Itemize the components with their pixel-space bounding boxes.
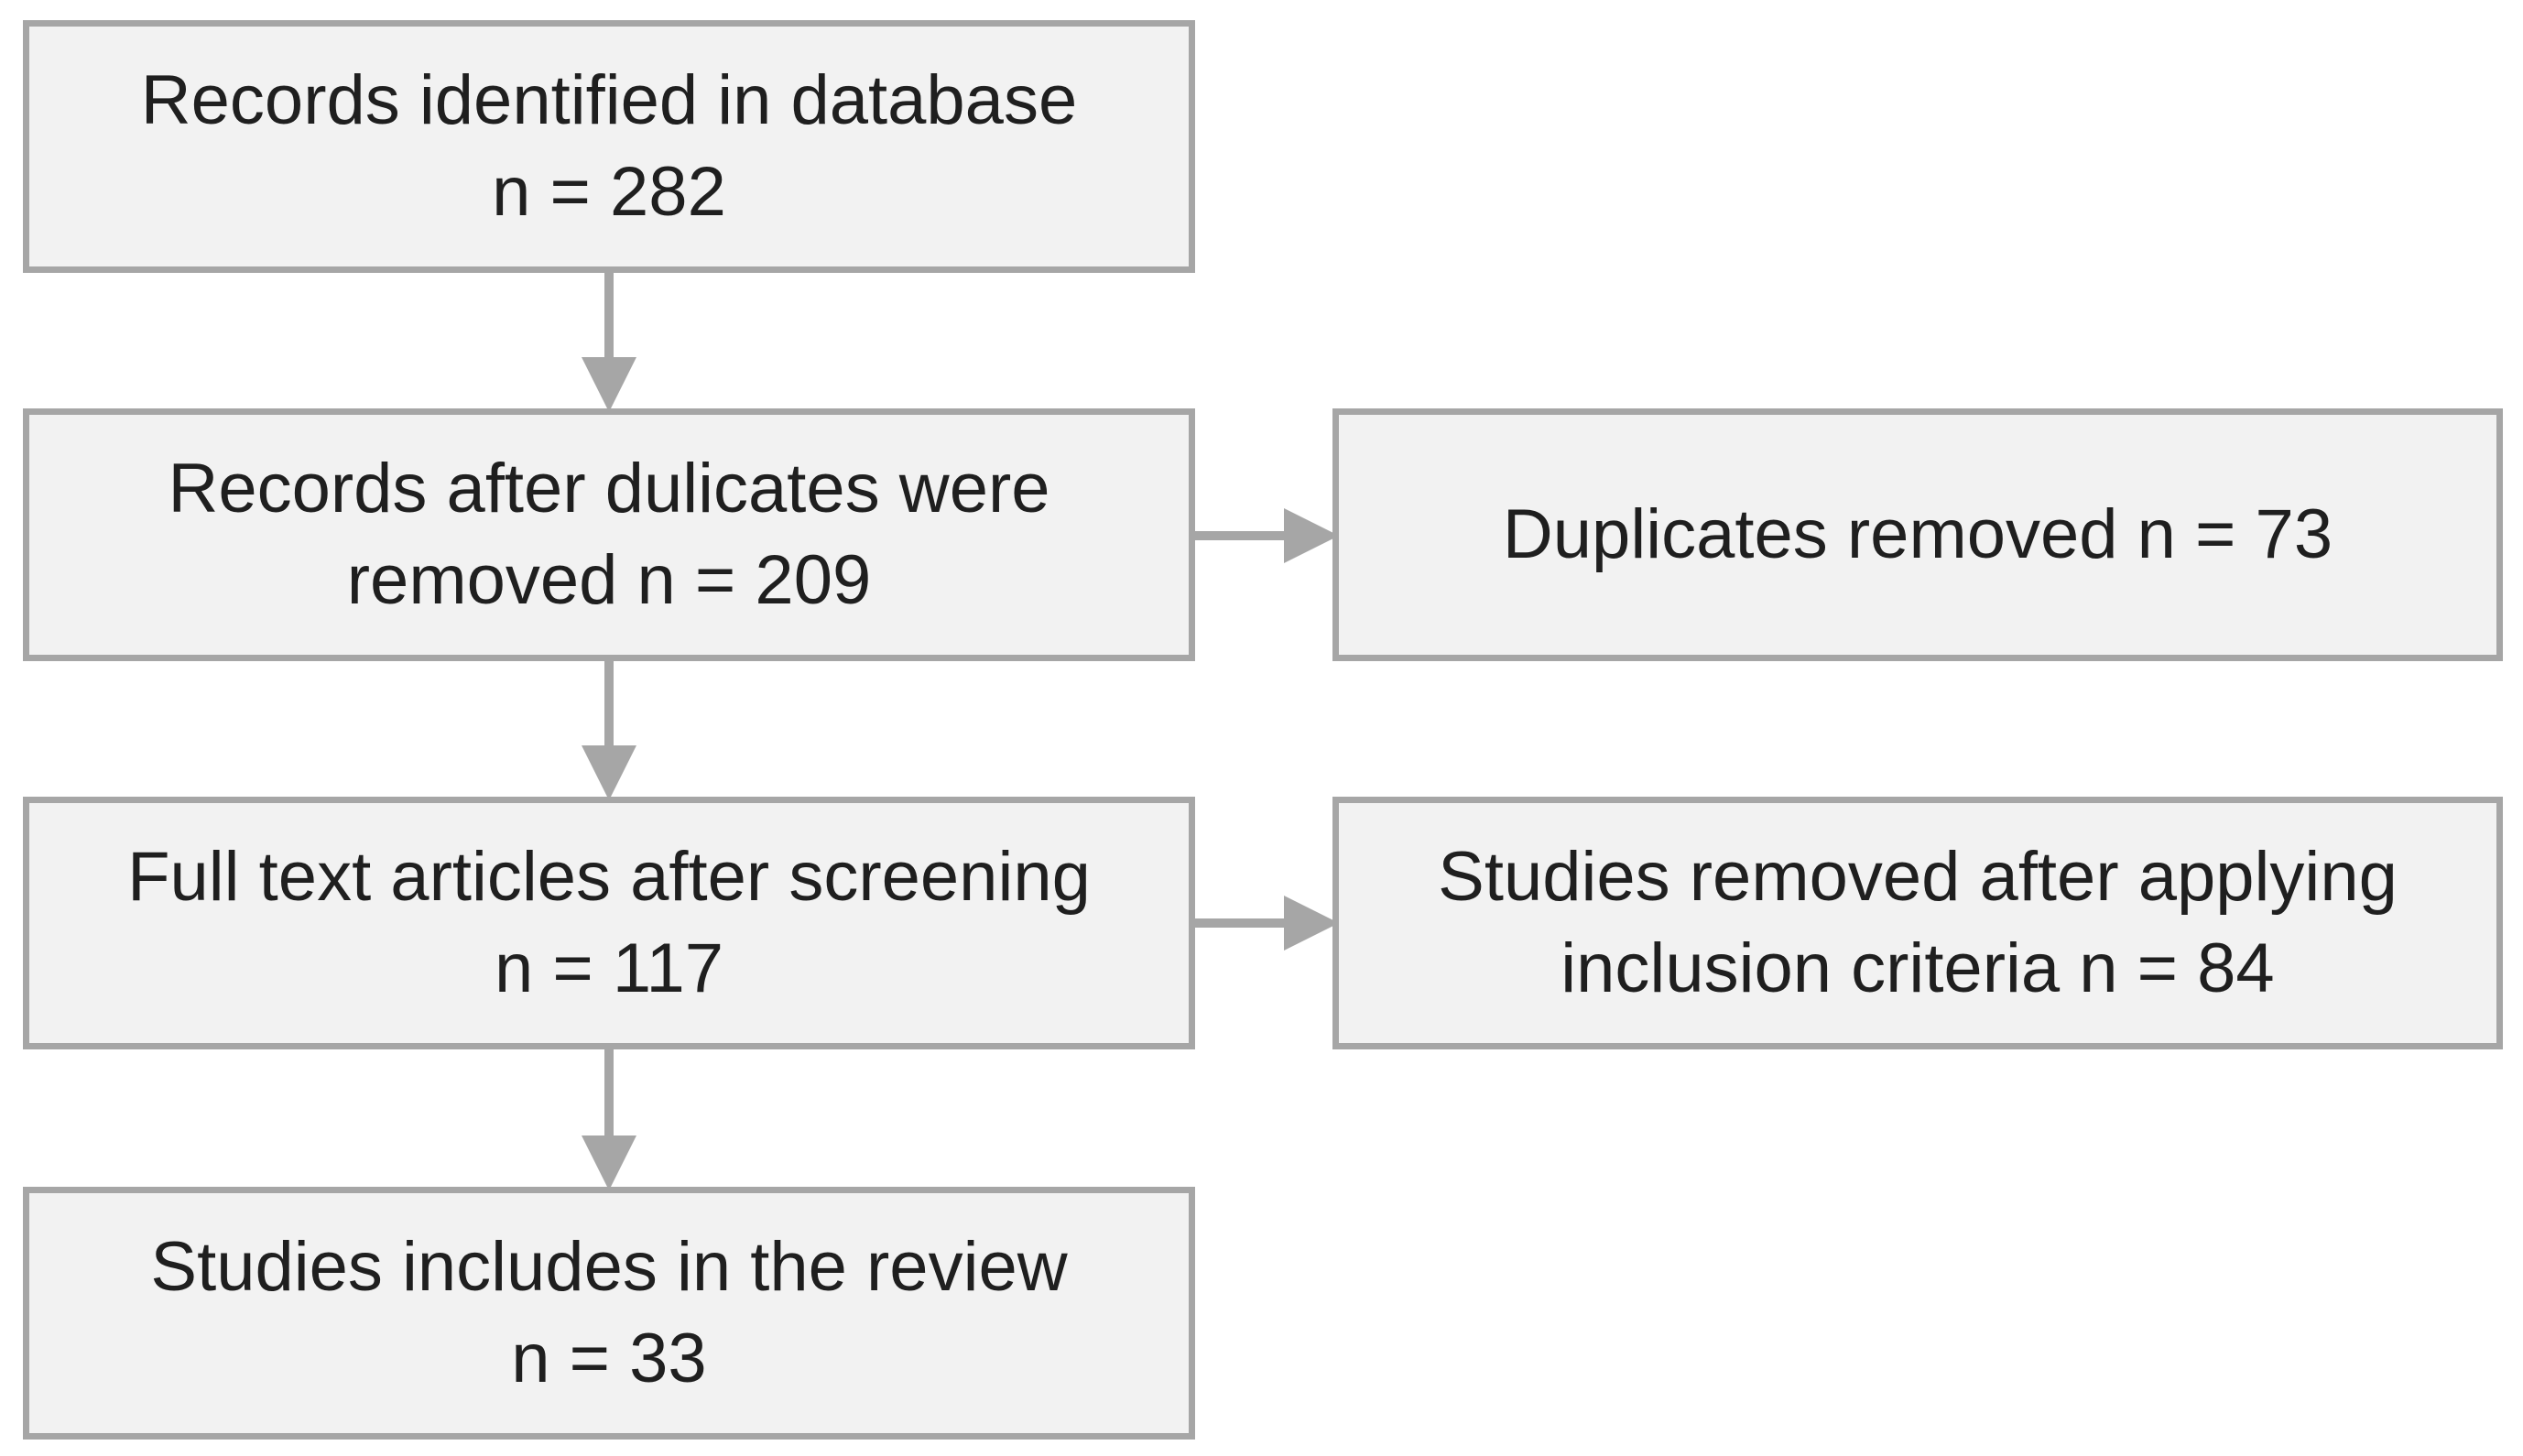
- box-records-after-duplicates-line2: removed n = 209: [346, 541, 872, 619]
- box-records-identified-line2: n = 282: [492, 153, 726, 231]
- box-duplicates-removed-line1: Duplicates removed n = 73: [1502, 495, 2333, 573]
- box-records-identified: Records identified in database n = 282: [23, 20, 1195, 273]
- box-studies-included-line2: n = 33: [511, 1320, 707, 1397]
- box-records-identified-line1: Records identified in database: [140, 61, 1078, 139]
- box-duplicates-removed: Duplicates removed n = 73: [1332, 408, 2503, 661]
- box-full-text-after-screening: Full text articles after screening n = 1…: [23, 797, 1195, 1049]
- box-studies-removed-inclusion: Studies removed after applying inclusion…: [1332, 797, 2503, 1049]
- box-studies-included-line1: Studies includes in the review: [150, 1228, 1068, 1306]
- box-records-after-duplicates: Records after dulicates were removed n =…: [23, 408, 1195, 661]
- box-records-after-duplicates-line1: Records after dulicates were: [168, 450, 1050, 527]
- box-studies-included: Studies includes in the review n = 33: [23, 1187, 1195, 1440]
- box-full-text-after-screening-line1: Full text articles after screening: [127, 838, 1091, 916]
- box-studies-removed-inclusion-line1: Studies removed after applying: [1438, 838, 2398, 916]
- box-full-text-after-screening-line2: n = 117: [494, 929, 724, 1007]
- box-studies-removed-inclusion-line2: inclusion criteria n = 84: [1561, 929, 2275, 1007]
